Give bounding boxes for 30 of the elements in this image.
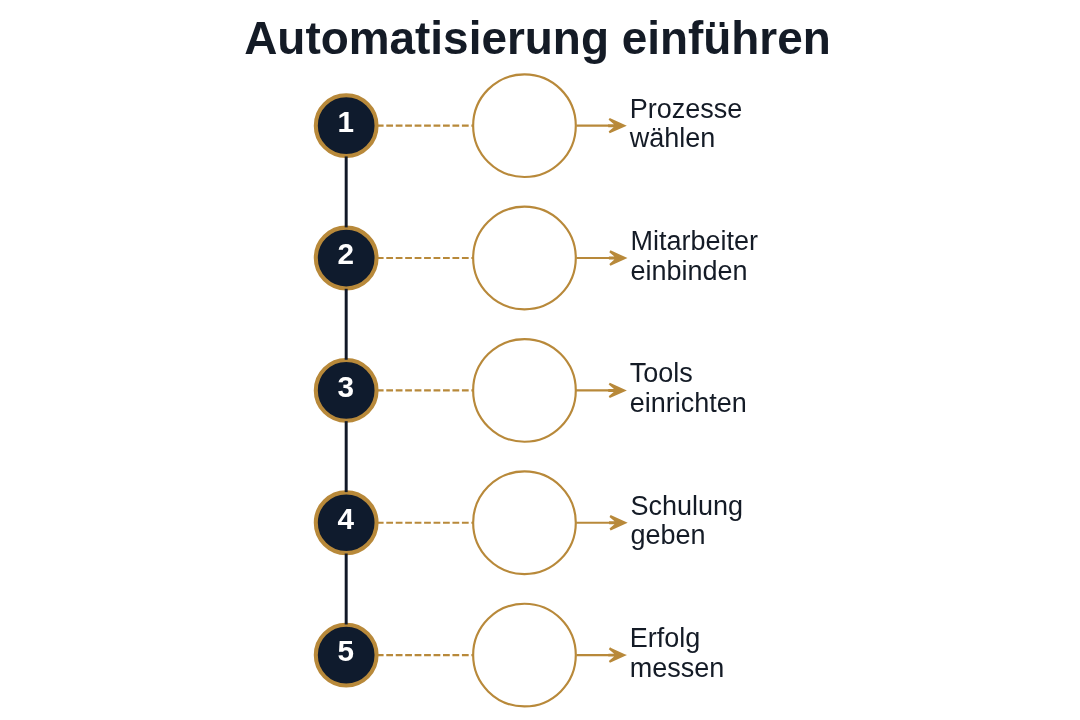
node-text: Schulung geben: [630, 490, 744, 551]
connector: [376, 124, 474, 127]
node-circle: 5: [313, 622, 379, 688]
node-circle: [472, 338, 577, 443]
arrow: [576, 117, 626, 134]
arrow: [576, 647, 626, 663]
connector: [376, 521, 474, 524]
node-text: Erfolg messen: [629, 623, 725, 683]
arrow: [576, 250, 626, 266]
node-circle: 1: [313, 93, 379, 159]
node-text: Tools einrichten: [629, 358, 747, 418]
node-text: Prozesse wählen: [629, 93, 743, 154]
node-circle: 3: [313, 357, 379, 423]
node-text: Mitarbeiter einbinden: [630, 225, 759, 286]
connector: [344, 553, 348, 625]
node-circle: [472, 73, 577, 179]
connector: [344, 156, 348, 228]
node-circle: [472, 602, 577, 708]
arrow: [576, 515, 627, 531]
connector: [344, 421, 348, 493]
node-circle: [472, 470, 577, 576]
connector: [376, 654, 474, 657]
node-circle: [472, 205, 577, 311]
connector: [376, 389, 474, 392]
diagram-title: Automatisierung einführen: [244, 12, 831, 65]
arrow: [575, 382, 626, 399]
node-circle: 4: [313, 490, 379, 556]
connector: [344, 288, 348, 360]
node-circle: 2: [313, 225, 379, 291]
connector: [376, 256, 474, 260]
